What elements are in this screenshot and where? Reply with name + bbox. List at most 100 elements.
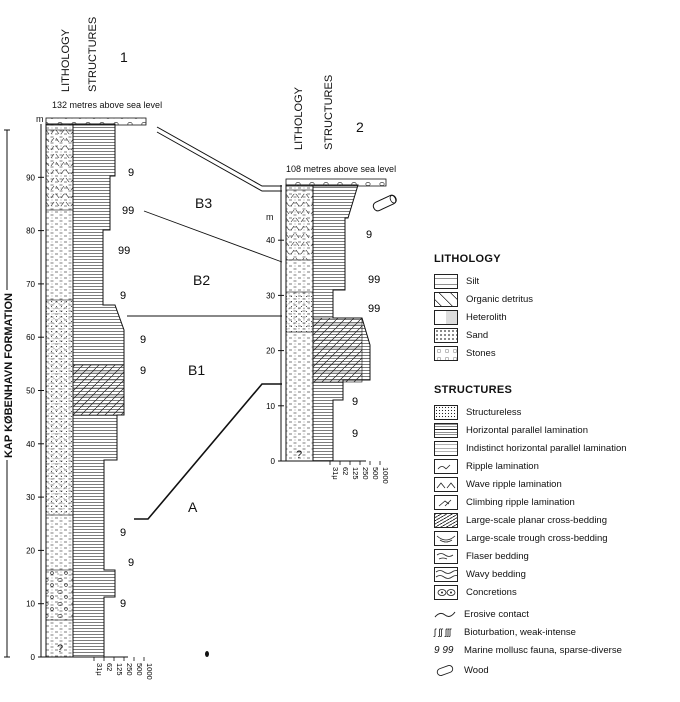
legend-bioturbation-label: Bioturbation, weak-intense <box>464 627 576 638</box>
legend-indistinct-lamination-label: Indistinct horizontal parallel laminatio… <box>466 443 627 454</box>
section-2-cross-bedding <box>313 318 362 382</box>
legend-flaser-bedding-label: Flaser bedding <box>466 551 529 562</box>
section-1-cross-bedding <box>73 365 124 415</box>
section-1-fauna-mark: 9 <box>120 598 126 610</box>
legend-structureless-label: Structureless <box>466 407 521 418</box>
organic-detritus-swatch <box>434 292 458 307</box>
section-1-tick-label-20: 20 <box>26 546 35 555</box>
section-1-tick-label-0: 0 <box>31 653 36 662</box>
section-2-fauna-mark: 99 <box>368 303 380 315</box>
legend-flaser-bedding: Flaser bedding <box>434 547 529 565</box>
correlation-b3-top-double <box>157 132 282 191</box>
legend-stones: Stones <box>434 344 496 362</box>
ripple-lamination-swatch <box>434 459 458 474</box>
section-1-grain-label-3: 250 <box>125 663 134 676</box>
wave-ripple-swatch <box>434 477 458 492</box>
legend-wave-ripple-label: Wave ripple lamination <box>466 479 562 490</box>
section-2-grain-label-3: 250 <box>361 467 370 480</box>
legend-trough-cross-bedding: Large-scale trough cross-bedding <box>434 529 608 547</box>
section-1-tick-label-50: 50 <box>26 387 35 396</box>
flaser-bedding-swatch <box>434 549 458 564</box>
formation-bracket: KAP KØBENHAVN FORMATION <box>0 130 15 657</box>
section-2-stones-cap <box>286 179 386 186</box>
legend-planar-cross-bedding-label: Large-scale planar cross-bedding <box>466 515 607 526</box>
section-2-fauna-mark: 99 <box>368 274 380 286</box>
unit-label-b3: B3 <box>195 195 212 211</box>
section-2-grain-label-1: 62 <box>341 467 350 475</box>
section-1-tick-label-80: 80 <box>26 227 35 236</box>
legend-stones-label: Stones <box>466 348 496 359</box>
section-1-tick-label-40: 40 <box>26 440 35 449</box>
section-2-lithology-header: LITHOLOGY <box>293 86 305 150</box>
section-1-axis-unit: m <box>36 114 44 124</box>
legend-wood-label: Wood <box>464 665 489 676</box>
legend-concretions-label: Concretions <box>466 587 517 598</box>
section-1-grain-label-1: 62 <box>105 663 114 671</box>
sand-swatch <box>434 328 458 343</box>
section-1-tick-label-90: 90 <box>26 173 35 182</box>
erosive-contact-icon <box>434 608 456 621</box>
legend-sand: Sand <box>434 326 488 344</box>
section-1-tick-label-60: 60 <box>26 333 35 342</box>
legend-concretions: Concretions <box>434 583 517 601</box>
section-2-tick-label-30: 30 <box>266 291 275 300</box>
legend-trough-cross-bedding-label: Large-scale trough cross-bedding <box>466 533 608 544</box>
legend-wavy-bedding-label: Wavy bedding <box>466 569 526 580</box>
section-1-tick-label-30: 30 <box>26 493 35 502</box>
section-2-grain-label-2: 125 <box>351 467 360 480</box>
section-1-fauna-mark: 99 <box>118 245 130 257</box>
legend-bioturbation: ʃ ʃʃ ʃʃʃ Bioturbation, weak-intense <box>434 623 576 641</box>
section-1-tick-label-10: 10 <box>26 600 35 609</box>
wavy-bedding-swatch <box>434 567 458 582</box>
legend-planar-cross-bedding: Large-scale planar cross-bedding <box>434 511 607 529</box>
silt-swatch <box>434 274 458 289</box>
legend-sand-label: Sand <box>466 330 488 341</box>
section-1-fauna-mark: 9 <box>120 290 126 302</box>
legend-erosive-contact-label: Erosive contact <box>464 609 529 620</box>
legend-erosive-contact: Erosive contact <box>434 605 529 623</box>
section-1-grain-label-0: 31μ <box>95 663 104 676</box>
section-1-organic-layer <box>46 130 73 210</box>
legend-ripple-lamination: Ripple lamination <box>434 457 539 475</box>
unit-label-b2: B2 <box>193 272 210 288</box>
section-2-tick-label-10: 10 <box>266 402 275 411</box>
legend-mollusc: 9 99 Marine mollusc fauna, sparse-divers… <box>434 641 622 659</box>
legend-climbing-ripple: Climbing ripple lamination <box>434 493 575 511</box>
section-2-grain-label-5: 1000 <box>381 467 390 484</box>
section-2-bottom-mark: ? <box>296 449 302 461</box>
climbing-ripple-swatch <box>434 495 458 510</box>
trough-cross-bedding-swatch <box>434 531 458 546</box>
section-1-sand-layer <box>46 300 73 515</box>
structureless-swatch <box>434 405 458 420</box>
legend-mollusc-label: Marine mollusc fauna, sparse-diverse <box>464 645 622 656</box>
legend-wavy-bedding: Wavy bedding <box>434 565 526 583</box>
section-1-fauna-mark: 99 <box>122 205 134 217</box>
section-2-sand-layer <box>286 292 313 332</box>
section-1-structures-header: STRUCTURES <box>87 17 99 92</box>
section-2-organic-layer <box>286 190 313 260</box>
legend-horizontal-lamination: Horizontal parallel lamination <box>434 421 588 439</box>
section-2-axis-unit: m <box>266 212 274 222</box>
legend-heterolith: Heterolith <box>434 308 507 326</box>
section-2-grain-label-4: 500 <box>371 467 380 480</box>
correlation-b3-top <box>157 127 282 186</box>
section-1-lithology-header: LITHOLOGY <box>60 28 72 92</box>
wood-icon <box>372 194 398 212</box>
correlation-b1-a <box>134 384 282 519</box>
legend-wave-ripple: Wave ripple lamination <box>434 475 562 493</box>
section-1-fauna-mark: 9 <box>120 527 126 539</box>
correlation-lines <box>127 127 282 519</box>
section-1-stones-cap <box>46 118 146 125</box>
section-2-fauna-mark: 9 <box>352 396 358 408</box>
section-2-grain-label-0: 31μ <box>331 467 340 480</box>
legend-silt-label: Silt <box>466 276 479 287</box>
section-2-elevation: 108 metres above sea level <box>286 164 396 174</box>
section-1-fauna-mark: 9 <box>128 557 134 569</box>
heterolith-swatch <box>434 310 458 325</box>
legend-ripple-lamination-label: Ripple lamination <box>466 461 539 472</box>
legend-lithology-title: LITHOLOGY <box>434 253 501 265</box>
section-1-elevation: 132 metres above sea level <box>52 100 162 110</box>
legend-climbing-ripple-label: Climbing ripple lamination <box>466 497 575 508</box>
